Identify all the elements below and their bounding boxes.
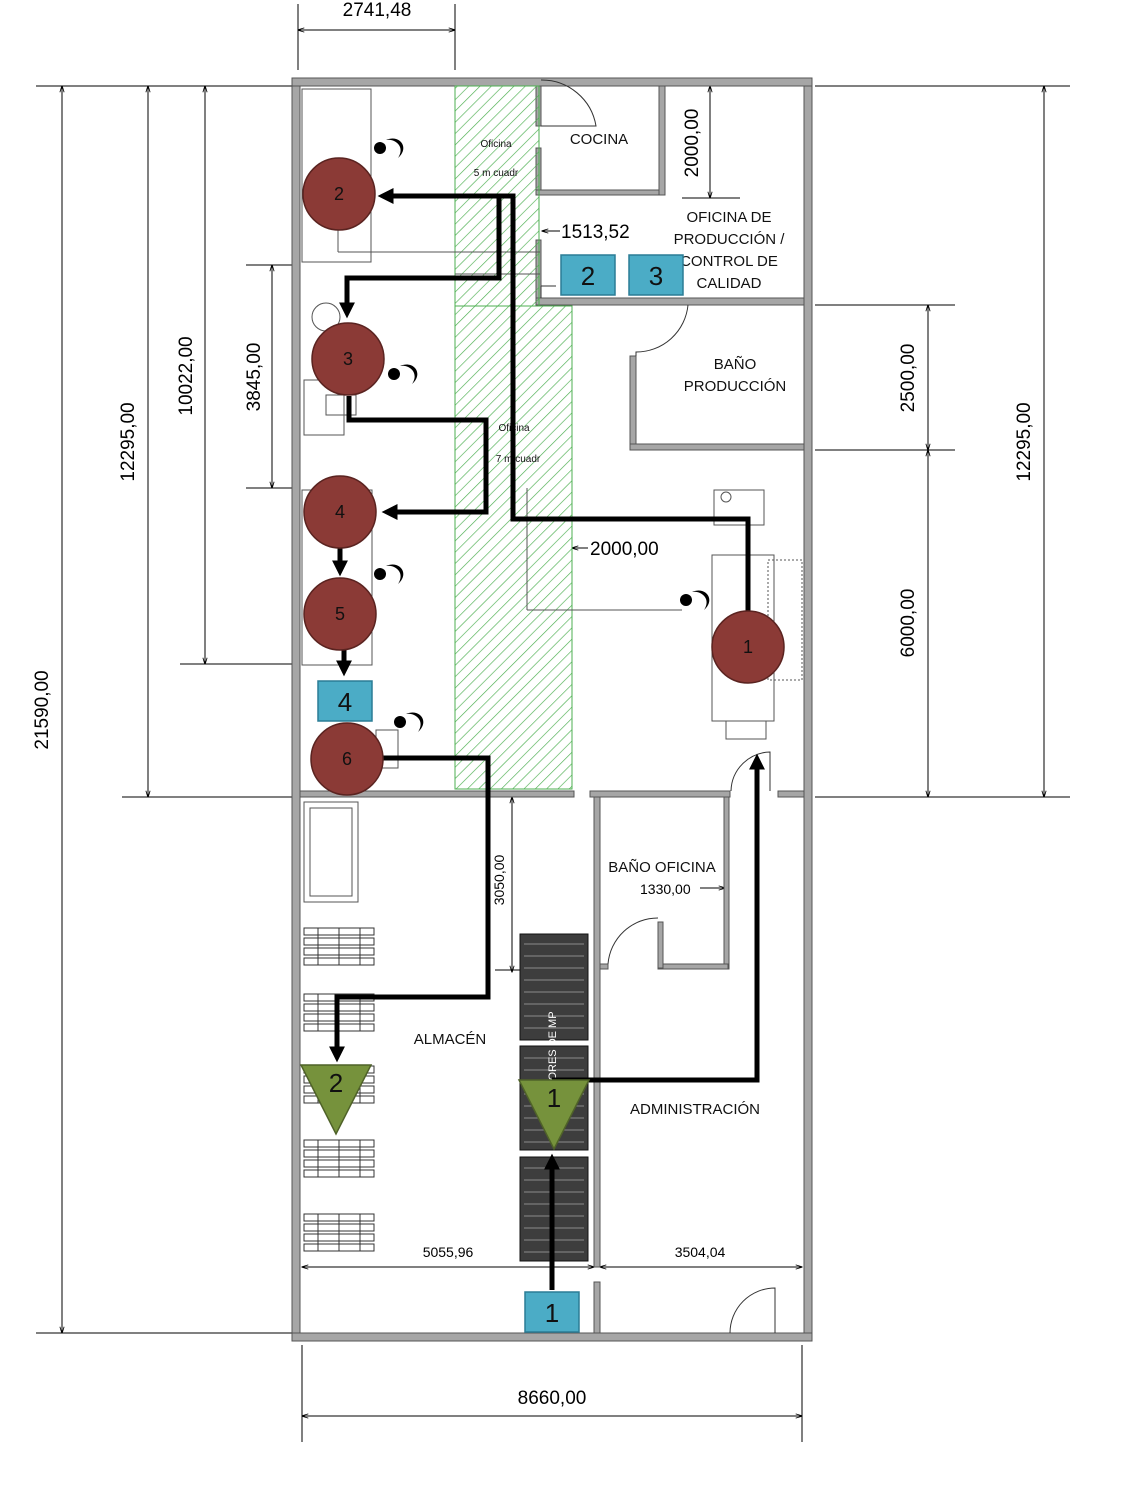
room-bano-oficina: BAÑO OFICINA <box>608 859 716 876</box>
operation-number: 1 <box>743 637 753 657</box>
storage-1: 1 <box>517 1079 591 1151</box>
dim-almacen-width: 5055,96 <box>423 1244 474 1260</box>
worker-icon <box>388 364 418 384</box>
operation-2: 2 <box>302 157 376 231</box>
operations-group: 1 2 3 4 5 6 <box>302 157 785 796</box>
dim-right-lower: 6000,00 <box>898 589 919 658</box>
worker-icon <box>680 590 710 610</box>
dim-cocina-depth: 2000,00 <box>682 109 703 178</box>
worker-icon <box>374 138 404 158</box>
transport-number: 3 <box>649 261 663 291</box>
operation-circle <box>711 610 785 684</box>
dim-bano-oficina-width: 1330,00 <box>640 881 691 897</box>
operation-4: 4 <box>303 475 377 549</box>
operation-5: 5 <box>303 577 377 651</box>
dim-left-inner: 10022,00 <box>176 336 197 415</box>
dim-corridor: 2000,00 <box>590 539 659 560</box>
operation-circle <box>302 157 376 231</box>
transports-group: 1 2 3 4 <box>317 254 684 1333</box>
flow-3-to-4 <box>346 396 489 521</box>
operation-number: 2 <box>334 184 344 204</box>
flow-lines <box>328 187 766 1290</box>
storage-triangle <box>299 1064 373 1136</box>
storage-triangle <box>517 1079 591 1151</box>
operation-number: 4 <box>335 502 345 522</box>
transport-3: 3 <box>628 254 684 296</box>
storage-number: 2 <box>329 1068 343 1098</box>
dim-bottom-total: 8660,00 <box>518 1388 587 1409</box>
dim-top-width: 2741,48 <box>343 0 412 21</box>
dim-left-total: 21590,00 <box>32 670 53 749</box>
door-swings <box>540 79 776 1334</box>
flow-storage-to-1 <box>552 753 766 1083</box>
dimension-lines <box>36 4 1070 1442</box>
operation-number: 6 <box>342 749 352 769</box>
room-oficina-prod-3: CONTROL DE <box>680 253 778 270</box>
dim-admin-width: 3504,04 <box>675 1244 726 1260</box>
room-bano-prod-1: BAÑO <box>714 356 757 373</box>
dim-door-gap: 1513,52 <box>561 222 630 243</box>
dim-left-short: 3845,00 <box>244 343 265 412</box>
transport-2: 2 <box>560 254 616 296</box>
room-bano-prod-2: PRODUCCIÓN <box>684 378 787 395</box>
dim-right-upper: 12295,00 <box>1014 402 1035 481</box>
operation-number: 3 <box>343 349 353 369</box>
room-oficina-prod-2: PRODUCCIÓN / <box>674 231 786 248</box>
storage-2: 2 <box>299 1064 373 1136</box>
operation-circle <box>303 577 377 651</box>
transport-1: 1 <box>524 1291 580 1333</box>
flow-2-to-3 <box>338 193 502 319</box>
operation-circle <box>303 475 377 549</box>
dim-almacen-gap: 3050,00 <box>491 854 507 905</box>
room-almacen: ALMACÉN <box>414 1031 487 1048</box>
transport-number: 4 <box>338 687 352 717</box>
dim-right-bano: 2500,00 <box>898 344 919 413</box>
transport-box <box>628 254 684 296</box>
operation-3: 3 <box>311 322 385 396</box>
dim-left-upper: 12295,00 <box>118 402 139 481</box>
flow-1-to-2 <box>377 187 751 612</box>
transport-4: 4 <box>317 680 373 722</box>
operation-6: 6 <box>310 722 384 796</box>
storage-number: 1 <box>547 1083 561 1113</box>
room-cocina: COCINA <box>570 131 628 148</box>
worker-icon <box>374 564 404 584</box>
flow-6-to-storage <box>328 755 491 1063</box>
worker-icon <box>394 712 424 732</box>
room-administracion: ADMINISTRACIÓN <box>630 1101 760 1118</box>
hatched-label-b2: 7 m cuadr <box>496 454 541 465</box>
transport-box <box>317 680 373 722</box>
transport-box <box>560 254 616 296</box>
operation-number: 5 <box>335 604 345 624</box>
operation-circle <box>310 722 384 796</box>
operation-circle <box>311 322 385 396</box>
transport-box <box>524 1291 580 1333</box>
hatched-label-a2: 5 m cuadr <box>474 168 519 179</box>
storages-group: 12 <box>299 1064 591 1151</box>
transport-number: 1 <box>545 1298 559 1328</box>
operation-1: 1 <box>711 610 785 684</box>
transport-number: 2 <box>581 261 595 291</box>
rack-label: ORES DE MP <box>547 1011 559 1080</box>
hatched-label-a1: Oficina <box>480 139 512 150</box>
room-oficina-prod-4: CALIDAD <box>696 275 761 292</box>
room-oficina-prod-1: OFICINA DE <box>686 209 771 226</box>
